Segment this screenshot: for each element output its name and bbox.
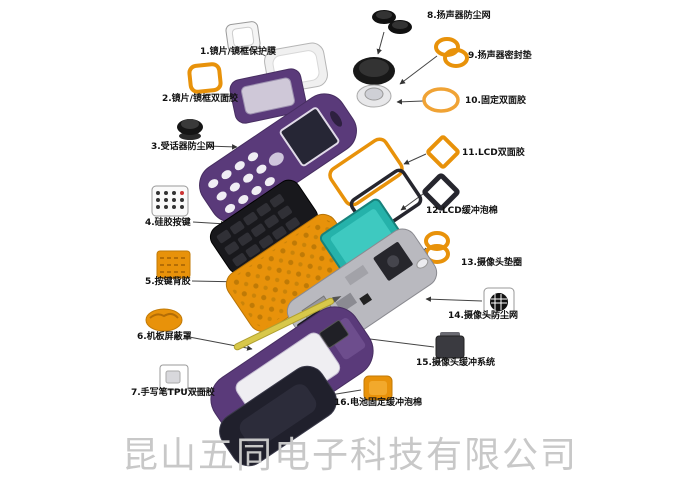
receiver-ring <box>356 84 392 108</box>
thumb-lens-protector <box>225 21 261 53</box>
thumb-lcd-tape <box>426 135 460 169</box>
lens-frame <box>229 68 307 124</box>
speaker <box>353 57 395 85</box>
part-label-3: 3.受话器防尘网 <box>151 142 215 152</box>
part-label-9: 9.扬声器密封垫 <box>468 51 532 61</box>
thumb-speaker-net <box>372 10 412 34</box>
part-label-5: 5.按键背胶 <box>145 277 191 287</box>
thumb-receiver-net <box>177 119 203 140</box>
part-label-11: 11.LCD双面胶 <box>462 148 525 158</box>
exploded-assembly <box>199 42 438 467</box>
thumb-fixing-tape <box>422 87 460 113</box>
battery-cover <box>219 365 337 467</box>
part-label-15: 15.摄像头缓冲系统 <box>416 358 495 368</box>
keypad <box>209 179 319 275</box>
thumb-battery-foam <box>363 375 393 401</box>
part-thumbnails <box>145 10 515 401</box>
thumb-keypad-adhesive <box>156 250 191 279</box>
thumb-speaker-gasket <box>434 37 469 68</box>
thumb-board-shield <box>145 308 183 332</box>
part-label-2: 2.镜片/镜框双面胶 <box>162 94 238 104</box>
stylus <box>233 295 342 351</box>
camera-buffer-part <box>319 320 349 348</box>
part-label-12: 12.LCD缓冲泡棉 <box>426 206 498 216</box>
part-label-10: 10.固定双面胶 <box>465 96 526 106</box>
part-label-4: 4.硅胶按键 <box>145 218 191 228</box>
thumb-lcd-foam <box>422 173 460 211</box>
part-label-14: 14.摄像头防尘网 <box>448 311 518 321</box>
thumb-lens-tape <box>187 62 223 94</box>
lcd-tape-frame <box>328 137 404 207</box>
thumb-camera-buffer <box>435 332 465 359</box>
part-label-1: 1.镜片/镜框保护膜 <box>200 47 276 57</box>
thumb-stylus-tape <box>159 364 189 391</box>
part-label-16: 16.电池固定缓冲泡棉 <box>334 398 422 408</box>
part-label-7: 7.手写笔TPU双面胶 <box>131 388 215 398</box>
part-label-13: 13.摄像头垫圈 <box>461 258 522 268</box>
front-housing <box>199 93 357 223</box>
thumb-camera-net <box>483 287 515 317</box>
part-label-8: 8.扬声器防尘网 <box>427 11 491 21</box>
part-label-6: 6.机板屏蔽罩 <box>137 332 192 342</box>
company-name: 昆山五同电子科技有限公司 <box>121 435 578 476</box>
thumb-silicone-keypad <box>151 185 189 217</box>
